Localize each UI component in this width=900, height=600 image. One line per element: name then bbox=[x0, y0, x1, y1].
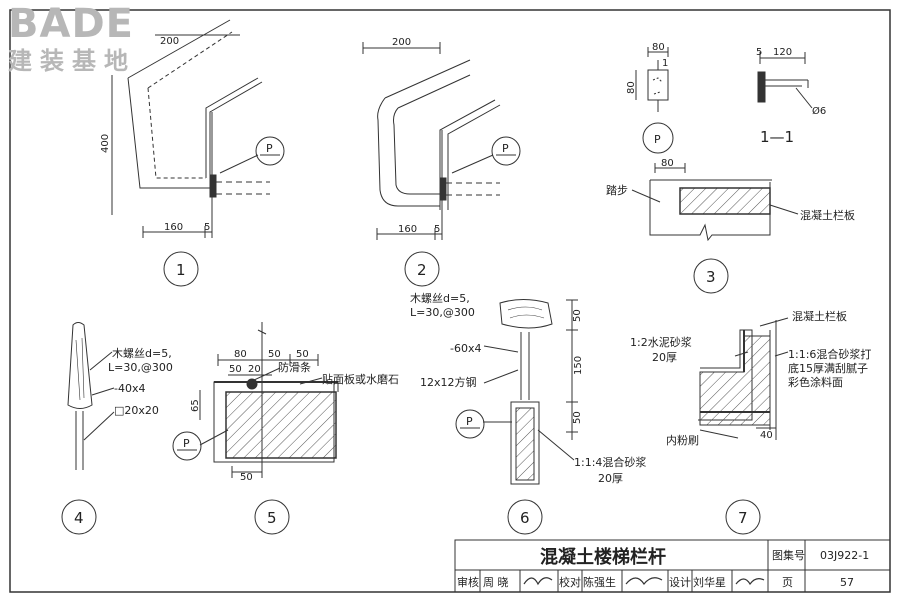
design-label: 设计 bbox=[669, 576, 691, 589]
d7-panel-label: 混凝土栏板 bbox=[792, 309, 847, 323]
page-label: 页 bbox=[782, 576, 793, 589]
d4-flat-steel: -40x4 bbox=[114, 382, 145, 395]
d3-plan-height: 80 bbox=[626, 81, 637, 94]
logo-subtitle: 建装基地 bbox=[8, 47, 136, 75]
d6-screw-label: 木螺丝d=5, bbox=[410, 292, 470, 305]
detail-7 bbox=[698, 317, 789, 535]
d2-dim-gap: 5 bbox=[434, 224, 440, 235]
page-number: 57 bbox=[840, 576, 854, 589]
d4-number: 4 bbox=[74, 509, 84, 527]
review-label: 审核 bbox=[457, 575, 479, 589]
d7-mix-line2: 底15厚满刮腻子 bbox=[788, 361, 868, 375]
d3-panel-label: 混凝土栏板 bbox=[800, 208, 855, 222]
detail-6 bbox=[455, 299, 578, 535]
d1-dim-base: 160 bbox=[164, 222, 183, 233]
title-block bbox=[454, 539, 891, 593]
d5-dim-50c: 50 bbox=[229, 364, 242, 375]
d5-facing: 贴面板或水磨石 bbox=[322, 372, 399, 386]
d6-dim-50b: 50 bbox=[572, 411, 583, 424]
d6-square-steel: 12x12方钢 bbox=[420, 375, 477, 389]
d4-screw-label: 木螺丝d=5, bbox=[112, 347, 172, 360]
d6-marker-label: P bbox=[466, 415, 473, 428]
d5-dim-20: 20 bbox=[248, 364, 261, 375]
d5-dim-65: 65 bbox=[190, 399, 201, 412]
d3-section-gap: 5 bbox=[756, 47, 762, 58]
atlas-label: 图集号 bbox=[772, 548, 805, 562]
d3-plan-tick: 1 bbox=[662, 58, 668, 69]
check-name: 陈强生 bbox=[583, 575, 616, 589]
d7-cement-thick: 20厚 bbox=[652, 351, 677, 364]
d7-mix-line3: 彩色涂料面 bbox=[788, 375, 843, 389]
sheet-border bbox=[9, 9, 891, 593]
d3-step-label: 踏步 bbox=[606, 183, 628, 197]
d5-dim-base: 50 bbox=[240, 472, 253, 483]
detail-1 bbox=[111, 19, 285, 287]
d2-dim-base: 160 bbox=[398, 224, 417, 235]
d7-dim-40: 40 bbox=[760, 430, 773, 441]
detail-4 bbox=[61, 322, 115, 535]
drawing-title: 混凝土楼梯栏杆 bbox=[540, 546, 666, 568]
d6-screw-spacing: L=30,@300 bbox=[410, 306, 475, 319]
d2-marker-label: P bbox=[502, 142, 509, 155]
d3-section-width: 120 bbox=[773, 47, 792, 58]
d4-square-steel: □20x20 bbox=[114, 404, 159, 417]
detail-3 bbox=[631, 47, 813, 294]
d3-marker-label: P bbox=[654, 133, 661, 146]
review-name: 周 晓 bbox=[483, 576, 509, 589]
d7-number: 7 bbox=[738, 509, 748, 527]
d4-screw-spacing: L=30,@300 bbox=[108, 361, 173, 374]
d5-dim-50b: 50 bbox=[296, 349, 309, 360]
d3-step-width: 80 bbox=[661, 158, 674, 169]
logo-brand: BADE bbox=[8, 1, 134, 47]
atlas-number: 03J922-1 bbox=[820, 549, 869, 562]
d6-mortar-thick: 20厚 bbox=[598, 472, 623, 485]
d3-number: 3 bbox=[706, 268, 716, 286]
d6-dim-50a: 50 bbox=[572, 309, 583, 322]
d3-plan-width: 80 bbox=[652, 42, 665, 53]
detail-5 bbox=[172, 322, 339, 535]
d1-dim-top: 200 bbox=[160, 36, 179, 47]
d3-section-label: 1—1 bbox=[760, 128, 794, 146]
check-label: 校对 bbox=[559, 575, 581, 589]
bade-logo: BADE 建装基地 bbox=[8, 4, 168, 80]
d5-marker-label: P bbox=[183, 437, 190, 450]
d1-dim-gap: 5 bbox=[204, 222, 210, 233]
d7-cement-mortar: 1:2水泥砂浆 bbox=[630, 335, 692, 349]
d5-number: 5 bbox=[267, 509, 277, 527]
d3-rebar: Ø6 bbox=[812, 105, 826, 117]
d1-marker-label: P bbox=[266, 142, 273, 155]
d2-number: 2 bbox=[417, 261, 427, 279]
d5-anti-slip: 防滑条 bbox=[278, 360, 311, 374]
d1-dim-height: 400 bbox=[100, 134, 111, 153]
d5-dim-80: 80 bbox=[234, 349, 247, 360]
d6-dim-150: 150 bbox=[573, 356, 584, 375]
d7-mix-line1: 1:1:6混合砂浆打 bbox=[788, 347, 871, 361]
design-name: 刘华星 bbox=[693, 575, 726, 589]
d1-number: 1 bbox=[176, 261, 186, 279]
d6-number: 6 bbox=[520, 509, 530, 527]
detail-2 bbox=[362, 42, 521, 287]
d6-flat-steel: -60x4 bbox=[450, 342, 481, 355]
d7-plaster: 内粉刷 bbox=[666, 433, 699, 447]
d2-dim-top: 200 bbox=[392, 37, 411, 48]
d6-mortar: 1:1:4混合砂浆 bbox=[574, 455, 646, 469]
d5-dim-50a: 50 bbox=[268, 349, 281, 360]
